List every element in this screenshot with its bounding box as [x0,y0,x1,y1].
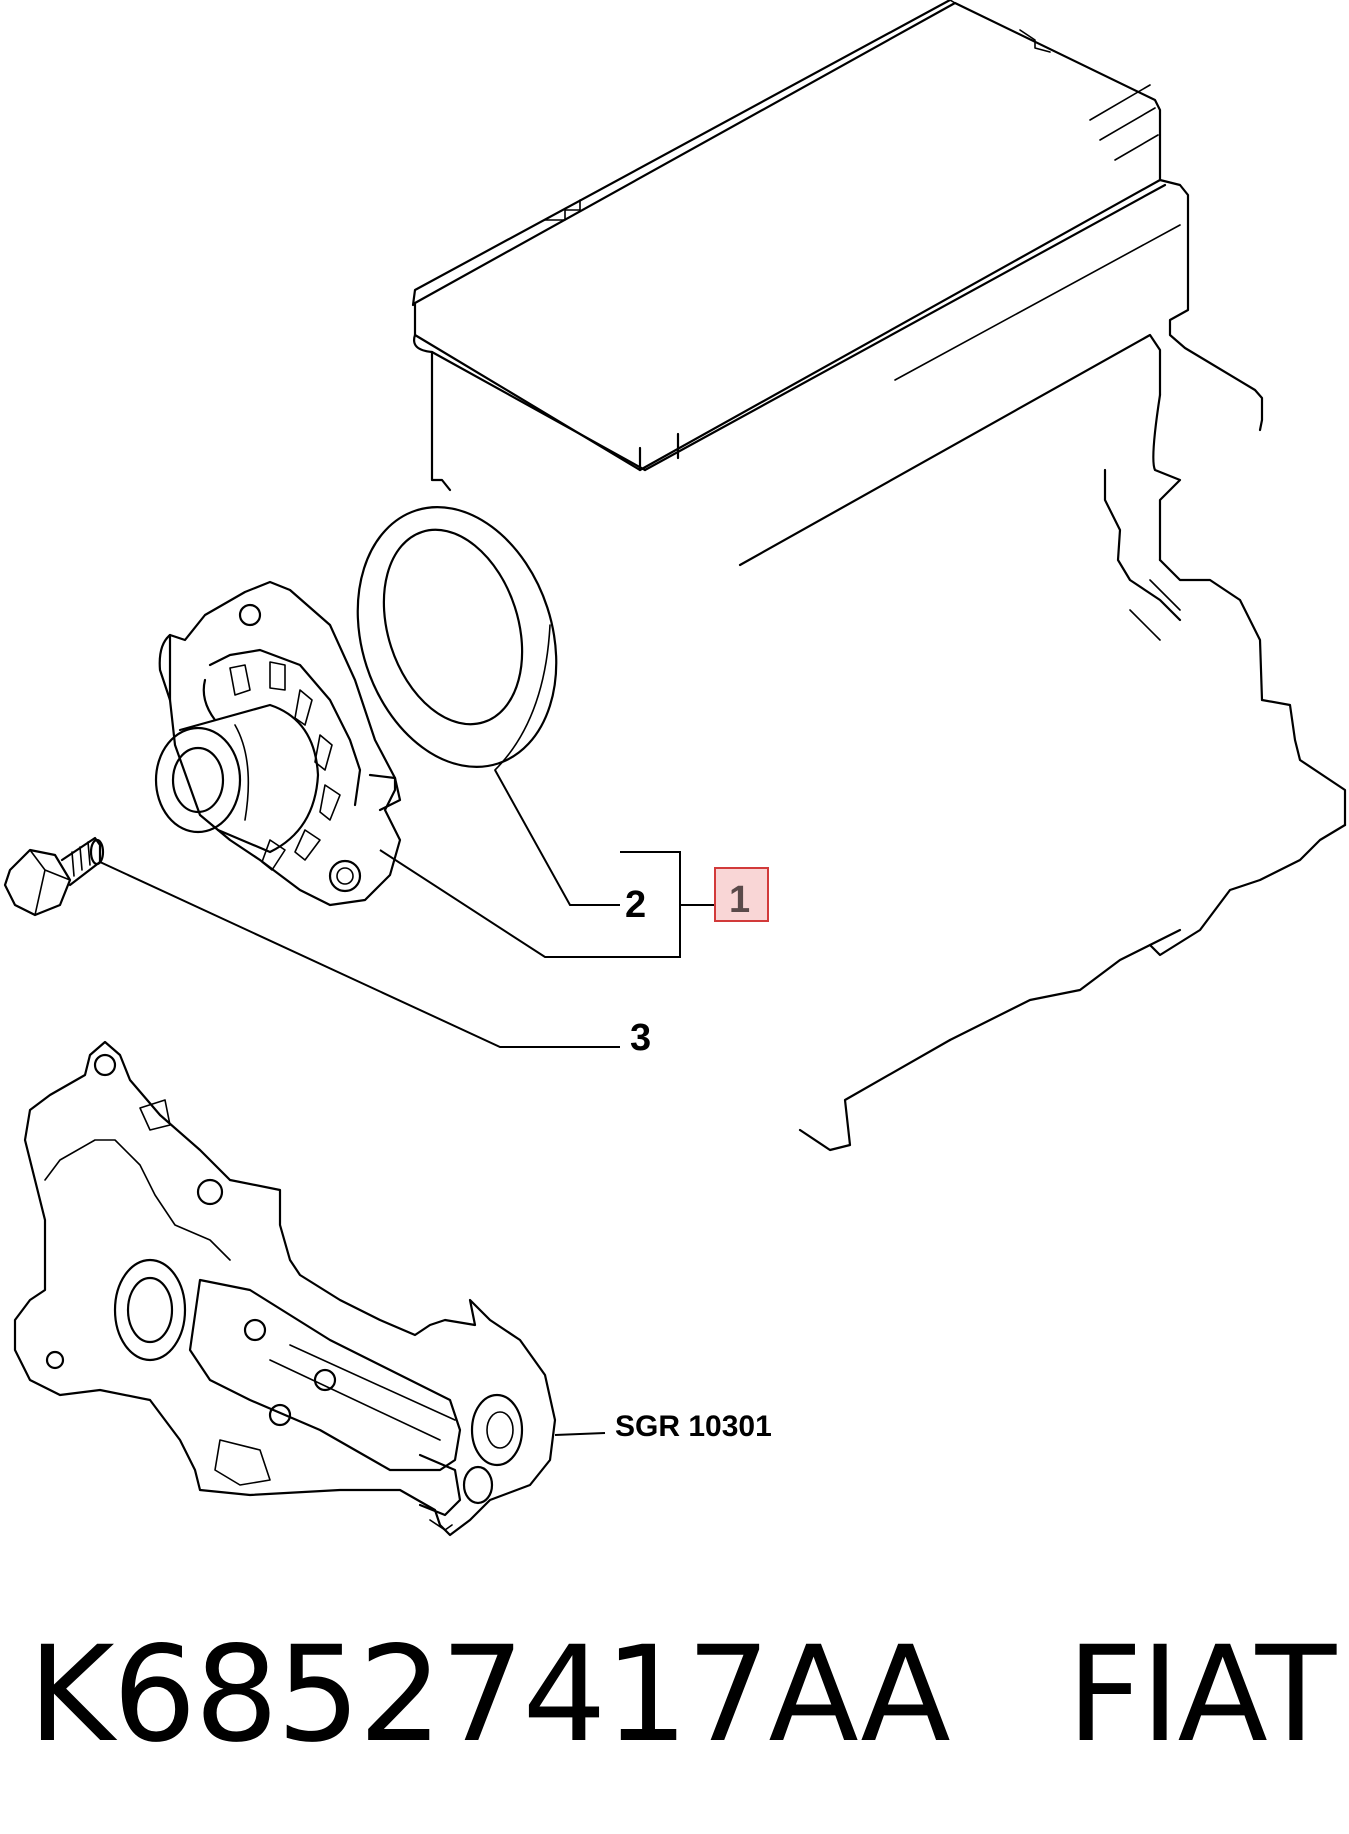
seal-carrier [154,580,402,907]
part-number: K68527417AA [28,1618,951,1772]
bolt [3,836,105,917]
leader-lines [99,769,715,1436]
callout-1-highlight [714,867,769,922]
engine-block-outline [411,0,1347,1152]
part-label: K68527417AA FIAT [28,1595,1337,1795]
reference-label: SGR 10301 [615,1410,772,1443]
callout-1[interactable]: 1 [729,879,750,921]
seal-ring [356,506,558,771]
callout-2[interactable]: 2 [625,884,646,926]
callout-3[interactable]: 3 [630,1017,651,1059]
oil-pump-housing [13,1040,557,1537]
brand-name: FIAT [1066,1618,1337,1772]
